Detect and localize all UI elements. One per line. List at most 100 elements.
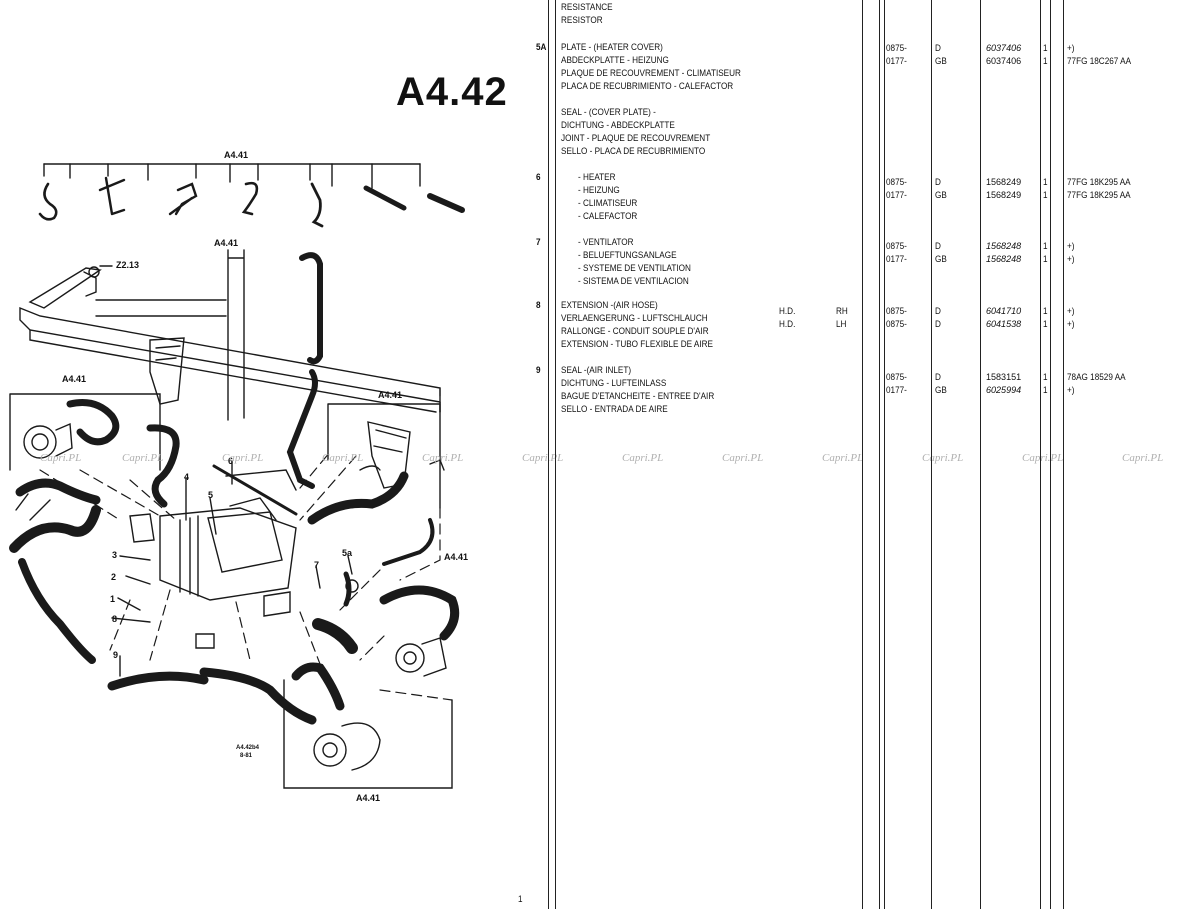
- range-code: 0177-: [886, 385, 907, 396]
- quantity: 1: [1043, 177, 1048, 188]
- quantity: 1: [1043, 43, 1048, 54]
- quantity: 1: [1043, 56, 1048, 67]
- watermark: Capri.PL: [622, 452, 664, 464]
- callout-1: 1: [110, 594, 116, 604]
- watermark: Capri.PL: [722, 452, 764, 464]
- part-number: 1583151: [986, 372, 1022, 383]
- country-code: GB: [935, 190, 947, 201]
- range-code: 0875-: [886, 319, 907, 330]
- ref-number: 5A: [536, 42, 547, 53]
- part-description: DICHTUNG - LUFTEINLASS: [561, 378, 667, 389]
- country-code: GB: [935, 254, 947, 265]
- watermark: Capri.PL: [422, 452, 464, 464]
- callout-5a: 5a: [342, 548, 353, 558]
- quantity: 1: [1043, 190, 1048, 201]
- country-code: GB: [935, 385, 947, 396]
- part-description: - HEATER: [578, 172, 616, 183]
- part-number: 6025994: [986, 385, 1022, 396]
- part-description: EXTENSION - TUBO FLEXIBLE DE AIRE: [561, 339, 713, 350]
- country-code: D: [935, 372, 941, 383]
- part-description: - SYSTEME DE VENTILATION: [578, 263, 691, 274]
- watermark: Capri.PL: [1022, 452, 1064, 464]
- hand-side: LH: [836, 319, 847, 330]
- column-rule: [555, 0, 556, 909]
- quantity: 1: [1043, 254, 1048, 265]
- part-description: DICHTUNG - ABDECKPLATTE: [561, 120, 675, 131]
- column-rule: [931, 0, 932, 909]
- remark: +): [1067, 254, 1075, 265]
- quantity: 1: [1043, 319, 1048, 330]
- figure-sub: 8-81: [240, 753, 253, 759]
- callout-2: 2: [111, 572, 117, 582]
- drive-side: H.D.: [779, 306, 796, 317]
- exploded-parts-diagram: [9, 163, 465, 789]
- part-description: RESISTANCE: [561, 2, 613, 13]
- range-code: 0177-: [886, 254, 907, 265]
- part-description: - BELUEFTUNGSANLAGE: [578, 250, 677, 261]
- watermark: Capri.PL: [822, 452, 864, 464]
- hand-side: RH: [836, 306, 848, 317]
- callout-bottom-ref: A4.41: [356, 793, 381, 803]
- country-code: D: [935, 241, 941, 252]
- part-number: 6037406: [986, 43, 1022, 54]
- part-number: 1568248: [986, 254, 1022, 265]
- remark: 77FG 18K295 AA: [1067, 177, 1131, 188]
- column-rule: [1050, 0, 1051, 909]
- part-number: 6041538: [986, 319, 1022, 330]
- page-title: A4.42: [396, 70, 508, 114]
- remark: 77FG 18K295 AA: [1067, 190, 1131, 201]
- drive-side: H.D.: [779, 319, 796, 330]
- remark: 78AG 18529 AA: [1067, 372, 1126, 383]
- part-description: ABDECKPLATTE - HEIZUNG: [561, 55, 669, 66]
- part-description: SEAL -(AIR INLET): [561, 365, 632, 376]
- ref-number: 9: [536, 365, 541, 376]
- part-description: SEAL - (COVER PLATE) -: [561, 107, 656, 118]
- part-description: BAGUE D'ETANCHEITE - ENTREE D'AIR: [561, 391, 715, 402]
- part-description: - CLIMATISEUR: [578, 198, 638, 209]
- part-description: PLACA DE RECUBRIMIENTO - CALEFACTOR: [561, 81, 734, 92]
- part-description: - CALEFACTOR: [578, 211, 638, 222]
- callout-3: 3: [112, 550, 118, 560]
- callout-top-ref: A4.41: [224, 150, 249, 160]
- part-description: - VENTILATOR: [578, 237, 634, 248]
- callout-6: 6: [228, 456, 234, 466]
- country-code: D: [935, 319, 941, 330]
- range-code: 0177-: [886, 56, 907, 67]
- ref-number: 6: [536, 172, 541, 183]
- part-description: - HEIZUNG: [578, 185, 620, 196]
- range-code: 0875-: [886, 372, 907, 383]
- country-code: GB: [935, 56, 947, 67]
- part-number: 6041710: [986, 306, 1022, 317]
- column-rule: [548, 0, 549, 909]
- remark: +): [1067, 319, 1075, 330]
- remark: +): [1067, 306, 1075, 317]
- part-description: PLAQUE DE RECOUVREMENT - CLIMATISEUR: [561, 68, 741, 79]
- column-rule: [879, 0, 880, 909]
- country-code: D: [935, 43, 941, 54]
- part-description: JOINT - PLAQUE DE RECOUVREMENT: [561, 133, 711, 144]
- callout-4: 4: [184, 472, 190, 482]
- watermark: Capri.PL: [522, 452, 564, 464]
- ref-number: 7: [536, 237, 541, 248]
- part-number: 6037406: [986, 56, 1022, 67]
- part-number: 1568249: [986, 190, 1022, 201]
- watermark: Capri.PL: [922, 452, 964, 464]
- remark: 77FG 18C267 AA: [1067, 56, 1132, 67]
- watermark: Capri.PL: [122, 452, 164, 464]
- ref-number: 8: [536, 300, 541, 311]
- range-code: 0875-: [886, 241, 907, 252]
- country-code: D: [935, 177, 941, 188]
- quantity: 1: [1043, 241, 1048, 252]
- part-description: SELLO - PLACA DE RECUBRIMIENTO: [561, 146, 706, 157]
- part-description: - SISTEMA DE VENTILACION: [578, 276, 689, 287]
- column-rule: [862, 0, 863, 909]
- part-description: RESISTOR: [561, 15, 603, 26]
- remark: +): [1067, 385, 1075, 396]
- part-description: EXTENSION -(AIR HOSE): [561, 300, 658, 311]
- part-description: RALLONGE - CONDUIT SOUPLE D'AIR: [561, 326, 709, 337]
- callout-right-ref: A4.41: [378, 390, 403, 400]
- callout-z-ref: Z2.13: [116, 260, 140, 270]
- callout-left-ref: A4.41: [62, 374, 87, 384]
- range-code: 0875-: [886, 177, 907, 188]
- watermark: Capri.PL: [1122, 452, 1164, 464]
